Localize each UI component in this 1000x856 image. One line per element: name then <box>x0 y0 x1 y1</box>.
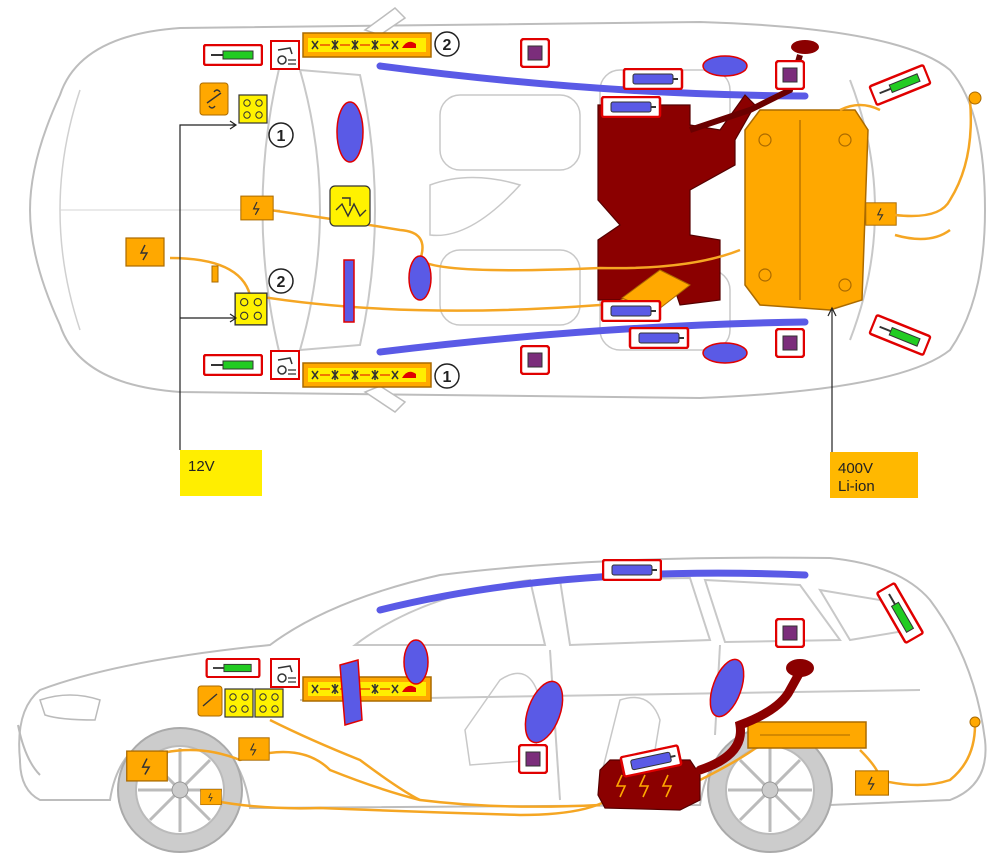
airbag-knee-side <box>339 659 363 726</box>
curtain-airbag-side <box>376 569 809 614</box>
pretensioner-side <box>270 658 300 688</box>
curtain-gas-strip-bottom <box>302 362 432 388</box>
hv-cables-side <box>139 718 977 817</box>
lv-fuse-box <box>199 82 229 116</box>
top-view-car: 2 1 2 1 <box>28 7 987 452</box>
sensor-side-b-pillar <box>518 744 548 774</box>
fuel-cap <box>791 40 819 54</box>
hv-battery-top <box>744 109 869 311</box>
fuel-filler-side <box>695 667 805 775</box>
sensor-top-b-pillar-right <box>520 345 550 375</box>
hv-battery-mounts <box>758 120 852 300</box>
svg-text:1: 1 <box>277 128 286 145</box>
strut-hood-side <box>205 658 261 678</box>
sensor-side-c-pillar <box>775 618 805 648</box>
gas-inflator-side-roof <box>602 559 662 581</box>
sensor-top-c-pillar-right <box>775 328 805 358</box>
airbag-rear-side-top-right <box>702 342 748 364</box>
label-400v-line1: 400V <box>838 460 874 477</box>
hv-component-side-engine <box>238 736 270 762</box>
airbag-rear-seat-side <box>709 658 745 718</box>
pretensioner-top-right <box>270 350 300 380</box>
lv-fuse-box-side <box>197 685 223 717</box>
sensor-top-b-pillar-left <box>520 38 550 68</box>
curtain-airbag-top-left <box>376 62 809 100</box>
leader-12v <box>179 120 238 450</box>
pretensioner-top-left <box>270 40 300 70</box>
svg-text:2: 2 <box>443 37 452 54</box>
gas-inflator-top-2 <box>600 96 662 118</box>
lv-fuse-symbol-side <box>202 693 218 707</box>
hv-component-side-low <box>200 788 222 806</box>
hv-charge-port-side <box>969 716 981 728</box>
sensor-top-c-pillar-left <box>775 60 805 90</box>
lv-battery-1-side <box>224 688 254 718</box>
svg-text:2: 2 <box>277 274 286 291</box>
control-unit-symbol <box>335 197 367 218</box>
fuel-tank-side-symbols <box>615 774 673 798</box>
curtain-airbag-top-right <box>376 318 809 356</box>
strut-hood-right <box>203 354 263 376</box>
curtain-gas-strip-top <box>302 32 432 58</box>
hv-component-side-front <box>125 750 169 782</box>
side-front-wheel <box>117 727 243 853</box>
lv-fuse-symbol <box>206 89 222 109</box>
top-windshield <box>298 68 376 352</box>
side-headlight <box>39 694 101 721</box>
marker-1-bottom: 1 <box>434 363 460 389</box>
gas-inflator-top-3 <box>600 300 662 322</box>
label-400v-line2: Li-ion <box>838 478 875 495</box>
hv-junction-rear-top <box>865 201 897 227</box>
fuel-cap-side <box>786 659 814 677</box>
hv-component-engine <box>240 194 274 222</box>
leader-400v <box>827 306 837 452</box>
hv-connector-small <box>211 265 219 283</box>
side-grille <box>17 724 41 776</box>
strut-hood-left <box>203 44 263 66</box>
lv-battery-1-top <box>238 94 268 124</box>
lv-battery-2-top <box>234 292 268 326</box>
airbag-dashboard-top <box>336 101 364 163</box>
label-400v-battery: 400V Li-ion <box>830 452 918 498</box>
svg-text:1: 1 <box>443 369 452 386</box>
top-mirror-right <box>363 385 407 413</box>
label-12v-battery: 12V <box>180 450 262 496</box>
label-12v-text: 12V <box>188 458 215 475</box>
lv-battery-2-side <box>254 688 284 718</box>
gas-inflator-top-1 <box>622 68 684 90</box>
marker-2-battery: 2 <box>268 268 294 294</box>
hv-component-front-left <box>125 237 165 267</box>
side-view-car <box>17 556 987 853</box>
hv-charge-port-top <box>968 91 982 105</box>
hv-component-side-rear <box>854 770 890 796</box>
airbag-passenger-knee <box>343 259 355 323</box>
airbag-front-seat-side <box>524 680 564 744</box>
airbag-steering-side <box>403 639 429 685</box>
airbag-steering-top <box>408 255 432 301</box>
airbag-rear-side-top-left <box>702 55 748 77</box>
marker-2-top: 2 <box>434 31 460 57</box>
gas-inflator-top-4 <box>628 327 690 349</box>
marker-1-battery: 1 <box>268 122 294 148</box>
